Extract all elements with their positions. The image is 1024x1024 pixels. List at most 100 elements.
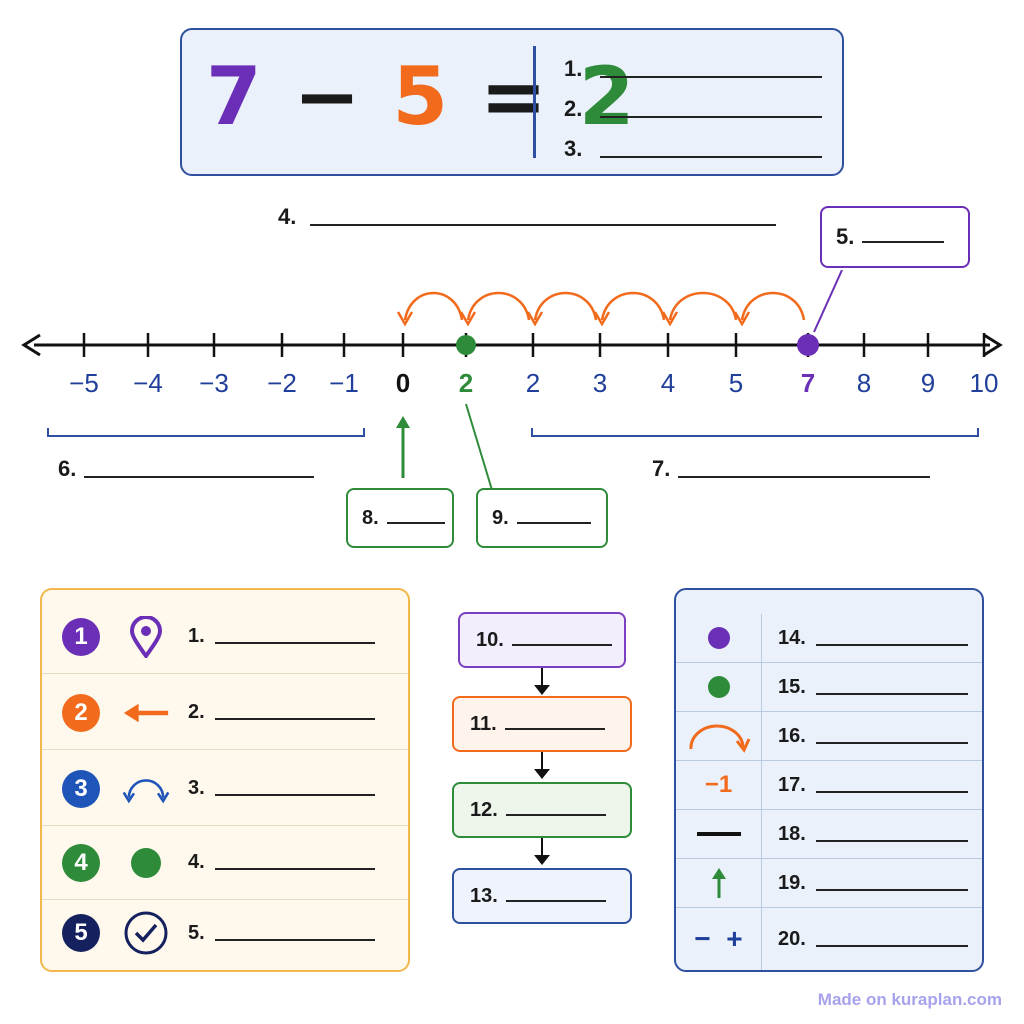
answer-blank[interactable] xyxy=(815,741,968,744)
right-range-prompt: 7. xyxy=(652,456,931,482)
key-row: 19. xyxy=(676,859,982,908)
answer-blank[interactable] xyxy=(815,944,968,947)
legend-row: 3 3. xyxy=(42,752,408,826)
footer-credit: Made on kuraplan.com xyxy=(817,990,1002,1009)
hop-arc xyxy=(466,291,531,321)
legend-prompt-number: 1. xyxy=(188,625,205,647)
step-badge: 3 xyxy=(62,769,100,808)
answer-blank[interactable] xyxy=(678,476,931,478)
hop-arrowhead xyxy=(526,311,544,327)
flow-step-number: 11. xyxy=(470,712,497,735)
legend-prompt-number: 5. xyxy=(188,921,205,944)
answer-blank[interactable] xyxy=(815,643,968,646)
equation-minus-sign: − xyxy=(293,50,363,143)
map-pin-icon xyxy=(122,613,170,661)
key-row: 15. xyxy=(676,663,982,712)
flow-step-box: 10. xyxy=(458,612,626,668)
equation-prompt-row: 3. xyxy=(564,132,823,162)
equation-panel: 7 − 5 = 2 1. 2. 3. xyxy=(180,28,844,176)
arrow-left-icon xyxy=(122,689,170,737)
step-badge: 5 xyxy=(62,914,100,952)
step-badge: 1 xyxy=(62,617,100,656)
answer-blank[interactable] xyxy=(815,692,968,695)
key-prompt-number: 15. xyxy=(778,675,806,698)
legend-row: 2 2. xyxy=(42,676,408,750)
hop-arc xyxy=(403,291,464,321)
key-row: 18. xyxy=(676,810,982,859)
tick-label: 2 xyxy=(458,368,474,398)
prompt-number: 6. xyxy=(58,456,77,481)
equation-prompt-number: 3. xyxy=(564,136,583,161)
answer-blank[interactable] xyxy=(505,814,606,816)
key-row: − + 20. xyxy=(676,908,982,970)
flow-arrow xyxy=(541,668,543,692)
end-point-dot xyxy=(456,335,476,355)
answer-blank[interactable] xyxy=(310,224,777,226)
legend-row: 1 1. xyxy=(42,600,408,674)
answer-blank[interactable] xyxy=(214,868,375,870)
answer-blank[interactable] xyxy=(504,728,605,730)
hop-arrowhead xyxy=(733,311,751,327)
hop-arrowhead xyxy=(459,311,477,327)
equation-equals-sign: = xyxy=(479,50,549,143)
answer-blank[interactable] xyxy=(214,794,375,796)
orange-arc-icon xyxy=(676,712,762,760)
answer-callout-connector xyxy=(465,403,493,491)
start-point-callout: 5. xyxy=(820,206,970,268)
dot-icon xyxy=(122,839,170,887)
key-row: 16. xyxy=(676,712,982,761)
equation-prompt-number: 1. xyxy=(564,56,583,81)
answer-blank[interactable] xyxy=(511,644,612,646)
flow-step-box: 12. xyxy=(452,782,632,838)
answer-blank[interactable] xyxy=(505,900,606,902)
flow-arrowhead xyxy=(534,855,550,865)
flow-arrowhead xyxy=(534,769,550,779)
key-prompt-number: 18. xyxy=(778,822,806,845)
title-prompt-number: 4. xyxy=(278,204,297,229)
answer-blank[interactable] xyxy=(214,718,375,720)
answer-blank[interactable] xyxy=(214,938,375,941)
green-dot-icon xyxy=(676,663,762,711)
hop-arc xyxy=(600,291,666,321)
up-arrow-icon xyxy=(676,859,762,907)
right-arrowhead xyxy=(983,333,1003,357)
answer-callout: 9. xyxy=(476,488,608,548)
flow-step-box: 11. xyxy=(452,696,632,752)
title-prompt: 4. xyxy=(278,204,777,230)
tick-label: −4 xyxy=(133,368,163,398)
symbol-key-panel: 14. 15. 16. −1 17. 18. 19. − + 20. xyxy=(674,588,984,972)
tick-label: 3 xyxy=(592,368,608,398)
left-range-prompt: 6. xyxy=(58,456,315,482)
equation-result: 2 xyxy=(578,50,637,143)
hop-arc xyxy=(740,291,806,321)
answer-blank[interactable] xyxy=(815,888,968,891)
positive-range-bracket xyxy=(531,428,979,437)
left-arrowhead xyxy=(21,333,41,357)
legend-prompt-number: 3. xyxy=(188,777,205,799)
purple-dot-icon xyxy=(676,614,762,662)
prompt-number: 7. xyxy=(652,456,671,481)
tick-label: 2 xyxy=(525,368,541,398)
answer-blank[interactable] xyxy=(862,241,945,243)
answer-blank[interactable] xyxy=(600,156,823,158)
hop-arrowhead xyxy=(593,311,611,327)
equation-prompt-row: 2. xyxy=(564,92,823,122)
equation-second-number: 5 xyxy=(392,50,451,143)
tick-label: 0 xyxy=(395,368,411,398)
key-prompt-number: 16. xyxy=(778,724,806,747)
callout-number: 5. xyxy=(836,224,855,249)
minus-plus-symbol: − + xyxy=(676,908,762,970)
start-callout-connector xyxy=(813,270,843,333)
flow-arrowhead xyxy=(534,685,550,695)
answer-blank[interactable] xyxy=(815,839,968,842)
answer-blank[interactable] xyxy=(600,116,823,118)
tick-label: 9 xyxy=(920,368,936,398)
answer-blank[interactable] xyxy=(516,522,591,524)
key-row: −1 17. xyxy=(676,761,982,810)
answer-blank[interactable] xyxy=(386,522,445,524)
answer-blank[interactable] xyxy=(815,790,968,793)
legend-row: 5 5. xyxy=(42,896,408,970)
answer-blank[interactable] xyxy=(600,76,823,78)
answer-blank[interactable] xyxy=(214,642,375,644)
answer-blank[interactable] xyxy=(84,476,315,478)
